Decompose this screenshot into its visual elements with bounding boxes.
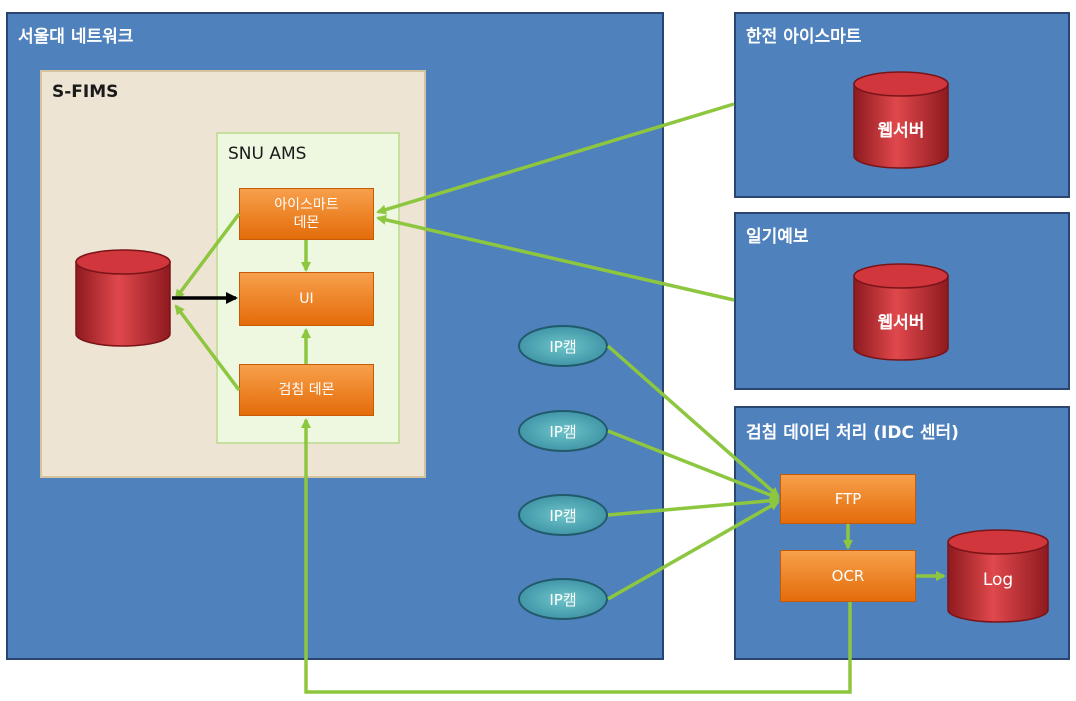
inspection-daemon-box: 검침 데몬 xyxy=(239,364,374,416)
ip-camera-4: IP캠 xyxy=(518,578,608,620)
ismart-daemon-box: 아이스마트 데몬 xyxy=(239,188,374,240)
log-database-icon: Log xyxy=(946,528,1050,624)
ftp-box: FTP xyxy=(780,474,916,524)
network-title: 서울대 네트워크 xyxy=(18,27,134,47)
ip-camera-1: IP캠 xyxy=(518,325,608,367)
log-label: Log xyxy=(982,570,1014,590)
kepco-web-server-icon: 웹서버 xyxy=(852,70,950,170)
weather-web-server-icon: 웹서버 xyxy=(852,262,950,362)
snu-ams-title: SNU AMS xyxy=(228,144,307,164)
kepco-web-server-label: 웹서버 xyxy=(877,121,925,141)
sfims-title: S-FIMS xyxy=(52,82,119,102)
ocr-box: OCR xyxy=(780,550,916,602)
ui-box: UI xyxy=(239,272,374,326)
sfims-database-icon xyxy=(74,248,172,348)
ip-camera-3: IP캠 xyxy=(518,494,608,536)
kepco-title: 한전 아이스마트 xyxy=(746,27,862,47)
idc-title: 검침 데이터 처리 (IDC 센터) xyxy=(746,423,959,443)
weather-title: 일기예보 xyxy=(746,227,809,247)
ip-camera-2: IP캠 xyxy=(518,410,608,452)
weather-web-server-label: 웹서버 xyxy=(877,313,925,333)
